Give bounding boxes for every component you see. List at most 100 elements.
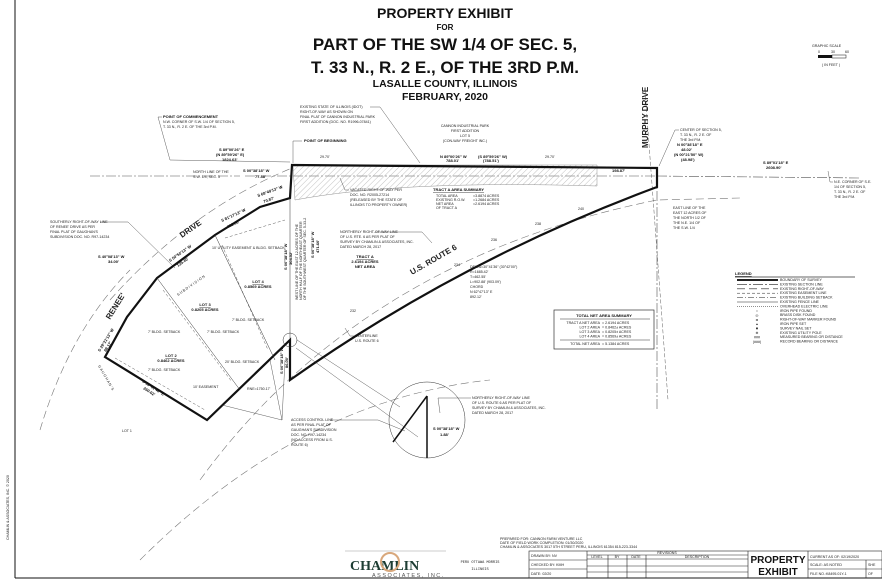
scale-note: SCALE: AS NOTED xyxy=(810,563,842,567)
lot-1-label: LOT 1 xyxy=(122,429,132,433)
svg-text:234: 234 xyxy=(454,263,460,267)
title-line-1: PROPERTY EXHIBIT xyxy=(377,5,513,21)
note-renee-row: SOUTHERLY RIGHT-OF-WAY LINE OF RENEE' DR… xyxy=(50,220,176,269)
svg-text:CHAMLIN & ASSOCIATES 3017 5TH: CHAMLIN & ASSOCIATES 3017 5TH STREET PER… xyxy=(500,545,637,549)
renee-label: RENEE' xyxy=(104,291,127,321)
note-vacated-row: VACATED RIGHT-OF-WAY PER DOC. NO. R2005-… xyxy=(339,177,407,207)
svg-text:SURVEY BY CHAMLIN & ASSOCIATES: SURVEY BY CHAMLIN & ASSOCIATES, INC. xyxy=(340,240,414,244)
svg-text:1.88': 1.88' xyxy=(440,432,449,437)
svg-text:29.70': 29.70' xyxy=(320,155,330,159)
detail-lines xyxy=(392,395,428,458)
svg-text:0.8205 ACRES: 0.8205 ACRES xyxy=(191,307,219,312)
svg-text:N 89°00'26" W: N 89°00'26" W xyxy=(440,154,467,159)
svg-text:NORTHERLY RIGHT-OF-WAY LINE: NORTHERLY RIGHT-OF-WAY LINE xyxy=(472,396,530,400)
svg-text:(CON-WAY FREIGHT INC.): (CON-WAY FREIGHT INC.) xyxy=(443,139,487,143)
svg-text:N.E. CORNER OF S.E.: N.E. CORNER OF S.E. xyxy=(834,180,871,184)
svg-text:(N 00°21'50" W): (N 00°21'50" W) xyxy=(674,152,704,157)
svg-text:FINAL PLAT OF GAUGHAN'S: FINAL PLAT OF GAUGHAN'S xyxy=(50,230,99,234)
svg-text:77.38': 77.38' xyxy=(255,174,266,179)
svg-text:1/4 OF SECTION 5,: 1/4 OF SECTION 5, xyxy=(834,185,866,189)
legend-item: BRASS DISK FOUND xyxy=(780,313,816,317)
title-block: PREPARED FOR: CANNON FARM VENTURE LLC DA… xyxy=(345,537,882,579)
tract-a-net-label: TRACT A 2.6194 ACRES NET AREA xyxy=(351,254,379,269)
svg-text:THE 3rd P.M.: THE 3rd P.M. xyxy=(680,138,701,142)
svg-text:788.01': 788.01' xyxy=(446,158,459,163)
svg-text:LOT 4: LOT 4 xyxy=(252,279,264,284)
svg-text:DATE OF FIELD WORK COMPLETION:: DATE OF FIELD WORK COMPLETION: 01/30/202… xyxy=(500,541,583,545)
scale-tick-30: 30 xyxy=(831,50,835,54)
note-north-line: NORTH LINE OF THE S.W. 1/4, SEC. 5 xyxy=(193,170,229,179)
svg-text:198.87': 198.87' xyxy=(612,168,625,173)
legend-point-symbol: ● xyxy=(756,322,758,326)
svg-text:LOT 5: LOT 5 xyxy=(460,134,470,138)
legend-point-symbol: ■ xyxy=(756,327,758,331)
svg-text:DELTA=30°41'36" (30°42'00"): DELTA=30°41'36" (30°42'00") xyxy=(470,265,517,269)
svg-text:T=462.55': T=462.55' xyxy=(470,275,486,279)
detail-leaders xyxy=(295,339,419,438)
svg-text:S.W. 1/4, SEC. 5: S.W. 1/4, SEC. 5 xyxy=(193,175,220,179)
total-net-area-summary: TOTAL NET AREA SUMMARY TRACT A NET AREA=… xyxy=(553,309,655,350)
renee-row-north xyxy=(109,167,293,301)
svg-text:CENTERLINE: CENTERLINE xyxy=(355,334,378,338)
rev-col-description: DESCRIPTION xyxy=(685,555,710,559)
lot-3-label: LOT 3 0.8205 ACRES xyxy=(191,302,219,312)
svg-text:FIRST ADDITION: FIRST ADDITION xyxy=(451,129,480,133)
legend-item: EXISTING FENCE LINE xyxy=(780,300,820,304)
legend-point-symbol: ◎ xyxy=(755,314,759,318)
drive-label: DRIVE xyxy=(178,218,204,240)
svg-text:= 5.1384 ACRES: = 5.1384 ACRES xyxy=(602,342,630,346)
note-west-line: WEST LINE OF THE EAST 12 ACRES OF THE NO… xyxy=(295,218,307,300)
legend-point-symbol: ⊕ xyxy=(755,331,758,335)
svg-text:THE 3rd P.M.: THE 3rd P.M. xyxy=(834,195,855,199)
svg-text:= 2.6194 ACRES: = 2.6194 ACRES xyxy=(602,321,630,325)
svg-text:125.40': 125.40' xyxy=(176,256,190,268)
legend-point-symbol: (###) xyxy=(753,340,761,344)
svg-text:260.02': 260.02' xyxy=(142,386,156,397)
subdivision-label: S U B D I V I S I O N xyxy=(176,274,206,297)
company-logo-ampersand xyxy=(380,552,400,572)
vacated-row-hatch xyxy=(292,164,598,201)
drawn-by: DRAWN BY: NV xyxy=(531,554,558,558)
svg-text:S 00°38'18" W: S 00°38'18" W xyxy=(433,426,460,431)
title-date: FEBRUARY, 2020 xyxy=(402,91,488,103)
svg-text:240: 240 xyxy=(578,207,584,211)
legend-item: EXISTING UTILITY POLE xyxy=(780,331,822,335)
svg-text:OF U.S. RTE. 6 AS PER PLAT OF: OF U.S. RTE. 6 AS PER PLAT OF xyxy=(340,235,396,239)
svg-text:ROUTE 6): ROUTE 6) xyxy=(291,443,308,447)
svg-text:THE S.W. 1/4: THE S.W. 1/4 xyxy=(673,226,695,230)
curve-data: DELTA=30°41'36" (30°42'00") R=1685.42' T… xyxy=(470,265,517,299)
svg-text:10' UTILITY EASEMENT & BLDG. S: 10' UTILITY EASEMENT & BLDG. SETBACK xyxy=(212,246,285,250)
scale-tick-0: 0 xyxy=(818,50,820,54)
svg-text:RNE=1750.17': RNE=1750.17' xyxy=(247,387,271,391)
legend-item: EXISTING EASEMENT LINE xyxy=(780,291,827,295)
svg-text:=2.6194 ACRES: =2.6194 ACRES xyxy=(473,202,500,206)
svg-text:= 0.8462± ACRES: = 0.8462± ACRES xyxy=(602,326,632,330)
lot-4-label: LOT 4 0.8569 ACRES xyxy=(244,279,272,289)
offices-text: PERU OTTAWA MORRIS xyxy=(461,561,500,565)
sheet-of: OF xyxy=(868,572,874,576)
note-cannon-industrial-park: CANNON INDUSTRIAL PARK FIRST ADDITION LO… xyxy=(441,124,490,143)
lot-2-label: LOT 2 0.8462 ACRES xyxy=(157,353,185,363)
svg-text:DOC. NO. R2005-27214: DOC. NO. R2005-27214 xyxy=(350,193,389,197)
svg-text:=1.2684 ACRES: =1.2684 ACRES xyxy=(473,198,500,202)
svg-text:OF U.S. ROUTE 6 AS PER PLAT OF: OF U.S. ROUTE 6 AS PER PLAT OF xyxy=(472,401,532,405)
note-access-control: ACCESS CONTROL LINE AS PER FINAL PLAT OF… xyxy=(221,359,406,447)
svg-text:SUBDIVISION DOC. NO. R97-14234: SUBDIVISION DOC. NO. R97-14234 xyxy=(50,235,109,239)
svg-text:LOT 2 AREA: LOT 2 AREA xyxy=(579,326,600,330)
note-idot: EXISTING STATE OF ILLINOIS (IDOT) RIGHT-… xyxy=(300,105,421,164)
legend-item: EXISTING BUILDING SETBACK xyxy=(780,296,833,300)
svg-text:29.70': 29.70' xyxy=(545,155,555,159)
tract-a-area-summary: TRACT A AREA SUMMARY TOTAL AREA=3.8874 A… xyxy=(433,187,500,210)
legend-item: RIGHT-OF-WAY MARKER FOUND xyxy=(780,318,837,322)
title-for: FOR xyxy=(437,23,454,32)
title-county: LASALLE COUNTY, ILLINOIS xyxy=(373,78,518,90)
svg-text:EXISTING R.O.W.: EXISTING R.O.W. xyxy=(436,198,465,202)
legend-item: IRON PIPE SET xyxy=(780,322,807,326)
svg-text:7' BLDG. SETBACK: 7' BLDG. SETBACK xyxy=(207,330,240,334)
svg-text:GAUGHAN'S SUBDIVISION: GAUGHAN'S SUBDIVISION xyxy=(291,428,337,432)
svg-text:7' BLDG. SETBACK: 7' BLDG. SETBACK xyxy=(148,368,181,372)
note-northerly-row: NORTHERLY RIGHT-OF-WAY LINE OF U.S. RTE.… xyxy=(340,230,433,249)
svg-text:S 00°38'18" W: S 00°38'18" W xyxy=(279,347,284,374)
sheet-label: SHE xyxy=(868,563,876,567)
svg-text:SURVEY BY CHAMLIN & ASSOCIATES: SURVEY BY CHAMLIN & ASSOCIATES, INC. xyxy=(472,406,546,410)
